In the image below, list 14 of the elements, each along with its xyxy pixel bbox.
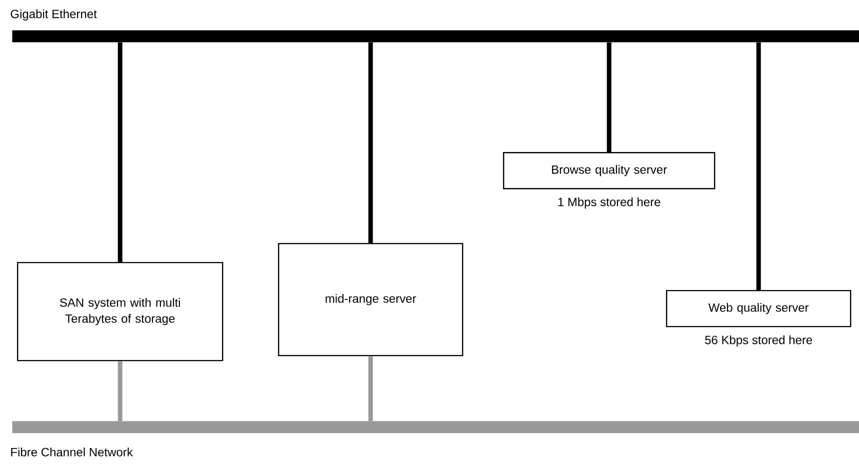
storage-note: 56 Kbps stored here	[705, 335, 812, 347]
connector-line	[118, 42, 122, 262]
server-box: SAN system with multi Terabytes of storage	[17, 262, 224, 362]
connector-line	[368, 356, 373, 421]
server-box: mid-range server	[278, 242, 464, 356]
bus-label: Gigabit Ethernet	[10, 9, 97, 21]
connector-line	[368, 42, 373, 243]
storage-note: 1 Mbps stored here	[558, 197, 660, 209]
connector-line	[118, 361, 122, 421]
connector-line	[756, 42, 761, 290]
server-box: Browse quality server	[503, 152, 716, 190]
bus-label: Fibre Channel Network	[11, 448, 133, 456]
connector-line	[606, 42, 612, 152]
server-box: Web quality server	[666, 290, 852, 328]
